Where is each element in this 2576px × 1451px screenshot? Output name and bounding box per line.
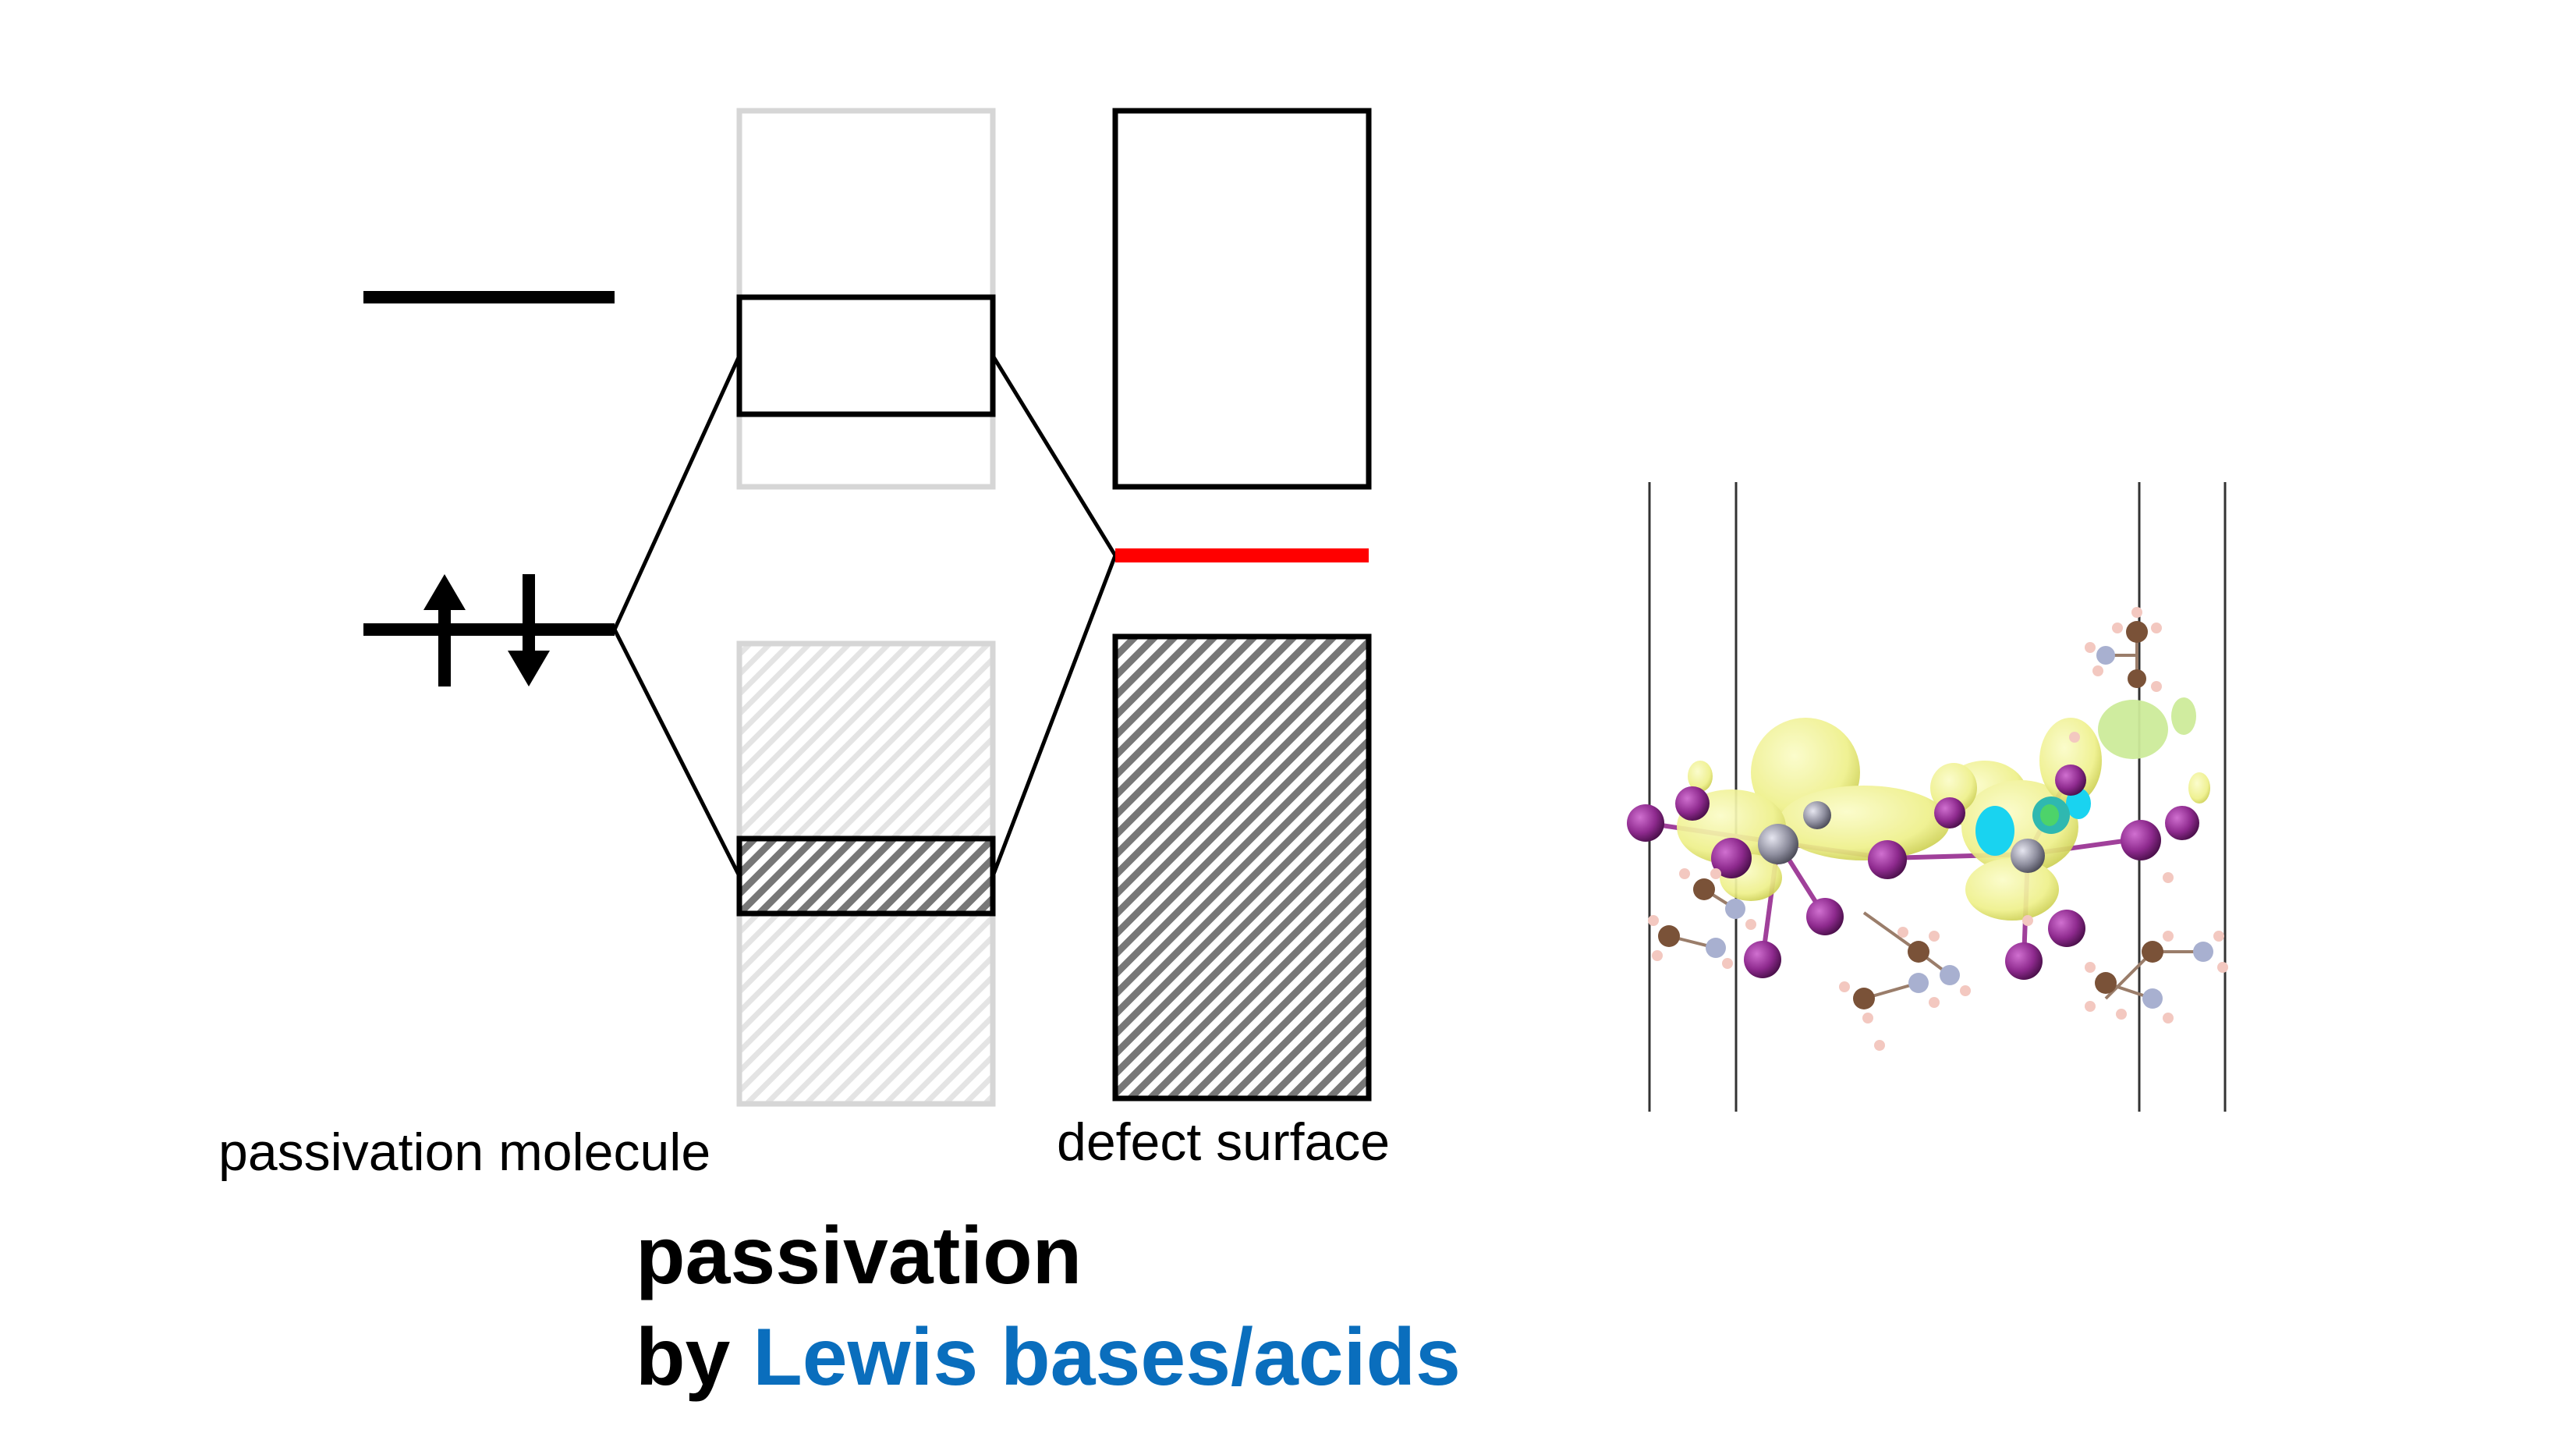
down-arrow-icon [508, 574, 550, 686]
atomic-structure-image [1627, 482, 2228, 1112]
iodine-atoms [1627, 765, 2199, 980]
charge-density-cyan-lobes [1975, 788, 2091, 856]
carbon-atoms [1658, 621, 2163, 1009]
lead-atoms [1758, 801, 2045, 873]
interaction-lines [612, 354, 1118, 878]
surface-valence-band [1112, 633, 1372, 1102]
passivation-molecule-caption: passivation molecule [218, 1123, 710, 1182]
bonding-state-box [736, 835, 996, 917]
surface-conduction-band [1112, 108, 1372, 490]
up-arrow-icon [423, 574, 466, 686]
nitrogen-atoms [1706, 646, 2213, 1009]
title-line-2: by Lewis bases/acids [636, 1312, 1461, 1403]
defect-surface-levels [1112, 108, 1372, 1102]
defect-surface-caption: defect surface [1057, 1112, 1390, 1172]
hybrid-column [736, 108, 996, 1107]
molecule-levels [363, 291, 615, 686]
title-highlight: Lewis bases/acids [753, 1312, 1461, 1403]
hydrogen-atoms [1648, 607, 2228, 1051]
title-line-1: passivation [636, 1211, 1082, 1301]
title-line-2-prefix: by [636, 1312, 753, 1403]
antibonding-state-box [736, 294, 996, 417]
